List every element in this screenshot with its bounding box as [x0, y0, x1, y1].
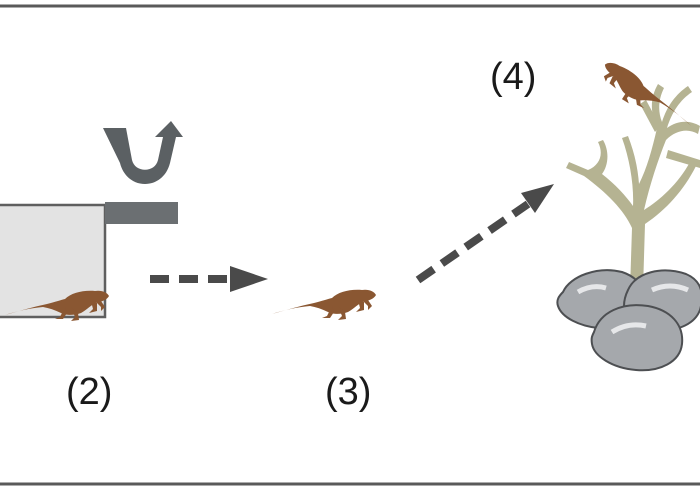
enclosure-lid — [105, 202, 178, 224]
tree-icon — [566, 84, 700, 290]
step-label-2: (2) — [66, 371, 112, 413]
dashed-up-right-arrow-icon — [415, 184, 554, 284]
rock-pile-icon — [556, 269, 700, 372]
u-turn-arrow-icon — [103, 121, 183, 184]
diagram-frame — [0, 4, 700, 486]
dashed-right-arrow-icon — [150, 266, 268, 292]
lizard-icon — [272, 289, 376, 320]
step-label-3: (3) — [325, 371, 371, 413]
step-label-4: (4) — [490, 56, 536, 98]
